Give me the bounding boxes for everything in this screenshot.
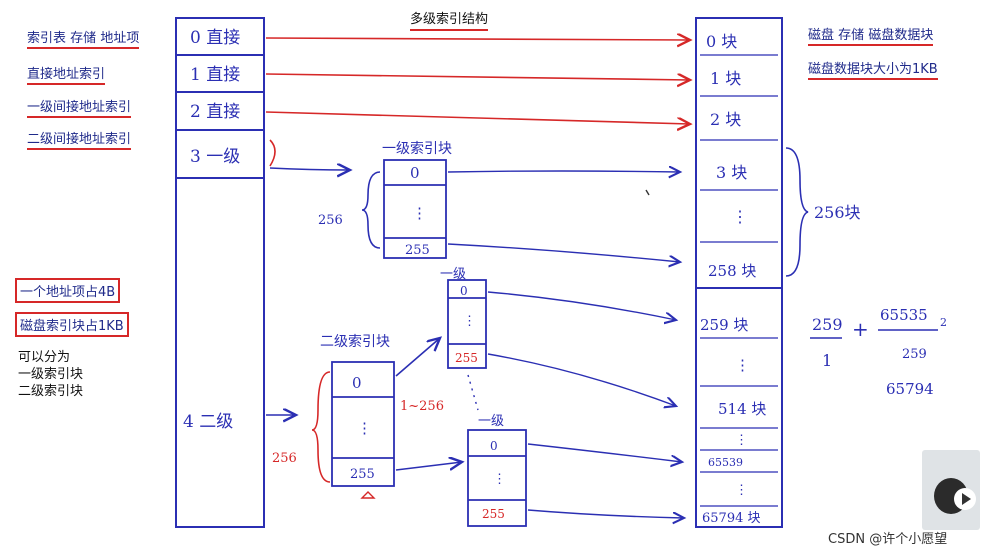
calc-plus: + (852, 317, 869, 341)
level2-cell-mid: ⋮ (357, 419, 372, 437)
disk-block-dots-b: ⋮ (735, 356, 750, 374)
level1-cell-mid: ⋮ (412, 204, 427, 222)
sub-a-cell-mid: ⋮ (463, 314, 476, 329)
arrow-l1-first (448, 171, 680, 172)
index-entry-1: 1 直接 (190, 65, 240, 85)
index-entry-3: 3 一级 (190, 147, 240, 167)
disk-block-258: 258 块 (708, 262, 756, 280)
sub-block-a-label: 一级 (440, 267, 466, 282)
range-label: 1~256 (400, 399, 444, 414)
arrow-direct-1 (266, 74, 690, 80)
brace-entry-3 (270, 140, 275, 166)
arrow-direct-2 (266, 112, 690, 124)
calc-den1: 1 (822, 351, 832, 370)
arrow-to-sub-a (396, 338, 440, 376)
calc-num1: 259 (812, 315, 843, 334)
disk-block-259: 259 块 (700, 316, 748, 334)
brace-256-blocks (786, 148, 808, 276)
sub-b-cell-last: 255 (482, 507, 505, 521)
level1-block-label: 一级索引块 (382, 140, 452, 157)
calc-num2: 65535 (880, 306, 928, 324)
arrow-subb-first (528, 444, 682, 462)
arrow-direct-0 (266, 38, 690, 40)
sub-b-cell-mid: ⋮ (493, 472, 506, 487)
index-table (176, 18, 264, 527)
disk-block-dots-a: ⋮ (732, 207, 748, 226)
presenter-avatar (922, 450, 980, 530)
brace-256-a: 256 (318, 213, 343, 228)
disk-block-65794: 65794 块 (702, 511, 761, 526)
sub-b-cell-first: 0 (490, 439, 498, 453)
level2-cell-last: 255 (350, 467, 375, 482)
arrow-to-level1 (270, 168, 350, 170)
cursor-icon (646, 190, 649, 195)
calc-sup: 2 (940, 316, 947, 329)
index-entry-4: 4 二级 (183, 412, 233, 432)
level2-block-label: 二级索引块 (320, 333, 390, 350)
level1-cell-last: 255 (405, 243, 430, 258)
arrow-suba-last (488, 354, 676, 406)
disk-block-0: 0 块 (706, 32, 737, 51)
brace-level1 (362, 172, 380, 248)
disk-block-65539: 65539 (708, 456, 743, 469)
arrow-l1-last (448, 244, 680, 262)
level1-cell-first: 0 (410, 164, 420, 182)
play-icon[interactable] (954, 488, 976, 510)
sub-block-b-label: 一级 (478, 414, 504, 429)
disk-block-dots-c: ⋮ (735, 433, 748, 448)
sub-a-cell-last: 255 (455, 351, 478, 365)
index-entry-2: 2 直接 (190, 102, 240, 122)
disk-block-3: 3 块 (716, 163, 747, 182)
calc-result: 65794 (886, 380, 934, 398)
brace-level2 (312, 372, 330, 482)
sub-a-cell-first: 0 (460, 284, 468, 298)
arrow-suba-first (488, 292, 676, 320)
disk-block-1: 1 块 (710, 69, 741, 88)
arrow-subb-last (528, 510, 684, 518)
index-entry-0: 0 直接 (190, 28, 240, 48)
dots-between-subs (468, 375, 478, 410)
watermark: CSDN @许个小愿望 (828, 528, 947, 547)
calc-den2: 259 (902, 347, 927, 362)
calculation: 259 1 + 65535 2 259 65794 (810, 306, 947, 398)
disk-block-dots-d: ⋮ (735, 483, 748, 498)
arrow-to-sub-b (396, 462, 462, 470)
brace-256-b: 256 (272, 451, 297, 466)
triangle-mark (362, 492, 374, 498)
disk-brace-label: 256块 (814, 203, 861, 222)
level2-cell-first: 0 (352, 374, 362, 392)
disk-block-2: 2 块 (710, 110, 741, 129)
disk-block-514: 514 块 (718, 400, 766, 418)
